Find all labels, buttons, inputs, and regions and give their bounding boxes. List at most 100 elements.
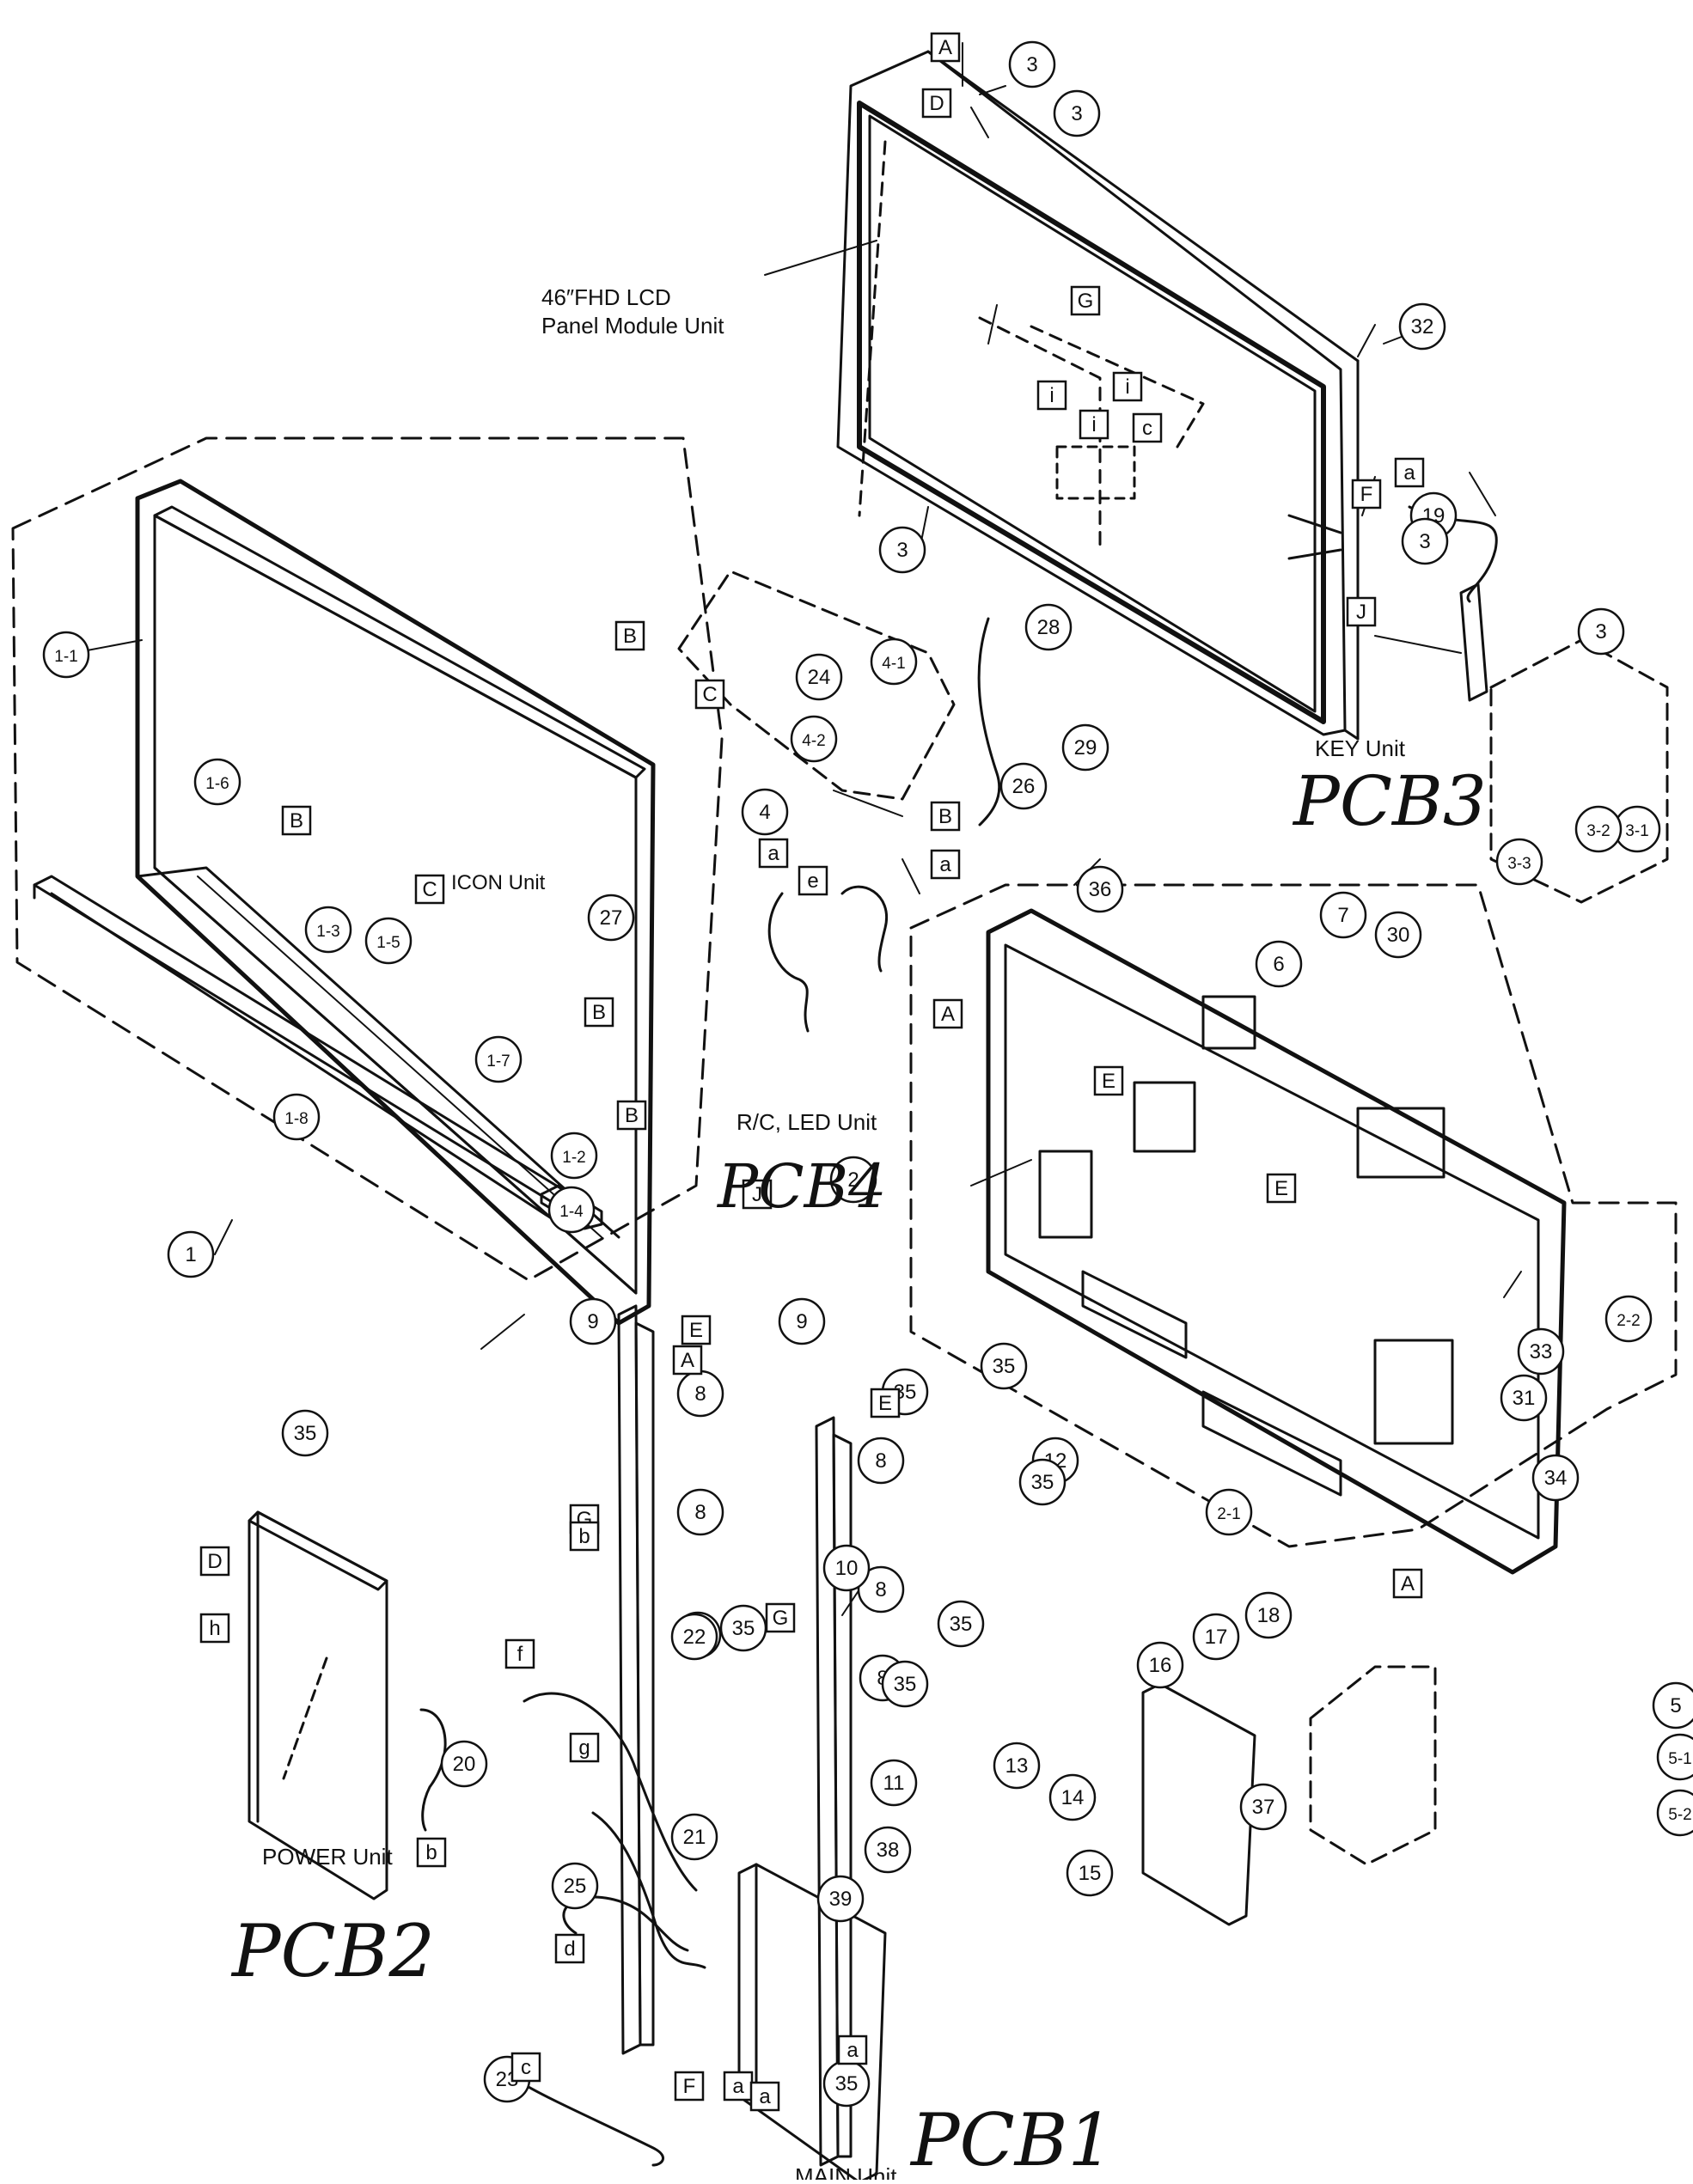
callout-circle [878,526,926,574]
connector-tag-label: d [564,1937,575,1961]
callout-circle [281,1409,329,1457]
connector-tag-box [1351,479,1382,509]
callout-circle [1577,607,1625,656]
callout-29: 29 [1061,723,1109,772]
connector-tag-B: B [930,801,961,832]
callout-label: 34 [1544,1467,1568,1490]
callout-label: 22 [683,1626,706,1649]
cable-24 [523,1692,698,1892]
callout-label: 4 [759,801,770,824]
callout-37: 37 [1239,1783,1287,1831]
connector-tag-box [930,849,961,880]
rc-led-unit-label: R/C, LED Unit [736,1109,877,1135]
connector-tag-E: E [681,1315,712,1345]
connector-tag-label: D [207,1550,222,1573]
connector-tag-label: e [807,869,818,893]
group-1-outline [11,436,724,1282]
connector-tag-box [1112,371,1143,402]
callout-1-4: 1-4 [547,1186,596,1234]
connector-tag-box [510,2052,541,2083]
connector-tag-B: B [281,805,312,836]
callout-35: 35 [980,1342,1028,1390]
connector-tag-label: G [1078,290,1094,313]
callout-4-2: 4-2 [790,715,838,763]
connector-tag-i: i [1036,380,1067,411]
callout-circle [676,1488,724,1536]
callout-circle [829,1156,877,1204]
callout-label: 4-2 [802,732,825,750]
callout-1-8: 1-8 [272,1093,321,1141]
connector-tag-box [749,2081,780,2112]
callout-label: 1-4 [559,1203,584,1221]
callout-25: 25 [551,1862,599,1910]
connector-tag-label: a [732,2075,744,2098]
callout-4-1: 4-1 [870,638,918,686]
callout-label: 8 [875,1578,886,1601]
connector-tag-label: D [929,92,944,115]
callout-24: 24 [795,653,843,701]
callout-36: 36 [1076,865,1124,913]
callout-13: 13 [993,1742,1041,1790]
callout-circle [864,1826,912,1874]
callout-3: 3 [1053,89,1101,137]
connector-tag-box [681,1315,712,1345]
connector-tag-box [921,88,952,119]
callout-label: 32 [1411,315,1434,339]
callout-circle [1076,865,1124,913]
connector-tag-box [504,1638,535,1669]
callout-11: 11 [870,1759,918,1807]
callout-circle [587,894,635,942]
callout-circle [42,631,90,679]
callout-circle [1398,302,1446,351]
connector-tag-G: G [765,1602,796,1633]
connector-tag-J: J [1346,596,1377,627]
connector-tag-F: F [674,2071,705,2102]
connector-tag-box [870,1388,901,1418]
callout-35: 35 [281,1409,329,1457]
connector-tag-box [616,1100,647,1131]
callout-label: 14 [1061,1786,1085,1809]
connector-tag-box [742,1179,773,1210]
connector-tag-A: A [930,32,961,63]
connector-tag-label: i [1125,375,1129,399]
callout-circle [272,1093,321,1141]
callout-label: 7 [1337,904,1348,927]
connector-tag-box [1266,1173,1297,1204]
callout-label: 1-3 [316,923,339,941]
connector-tag-label: A [1401,1572,1415,1595]
power-unit [248,1510,388,1900]
callout-circle [1061,723,1109,772]
handwritten-pcb3: PCB3 [1292,761,1487,841]
connector-tag-box [569,1521,600,1552]
callout-circle [795,653,843,701]
callout-circle [670,1813,718,1861]
callout-circle [993,1742,1041,1790]
connector-tag-i: i [1112,371,1143,402]
callout-circle [1656,1789,1693,1837]
callout-circle [1652,1681,1693,1730]
connector-tag-box [930,801,961,832]
callout-1-5: 1-5 [364,917,413,965]
callout-label: 26 [1012,775,1036,798]
connector-tag-D: D [199,1546,230,1577]
callout-circle [1205,1488,1253,1536]
callout-label: 2 [847,1168,859,1192]
callout-35: 35 [719,1604,767,1652]
cable-23 [591,1811,706,1969]
callout-2: 2 [829,1156,877,1204]
callout-label: 3 [1026,53,1037,76]
connector-tag-label: C [702,683,717,706]
callout-label: 37 [1252,1796,1275,1819]
callout-1: 1 [167,1230,215,1278]
callout-label: 13 [1005,1754,1029,1778]
callout-10: 10 [822,1544,871,1592]
connector-tag-label: B [938,805,952,828]
power-unit-label: POWER Unit [262,1844,393,1870]
callout-circle [870,1759,918,1807]
connector-tag-box [798,865,828,896]
connector-tag-g: g [569,1732,600,1763]
callout-label: 28 [1037,616,1060,639]
panel-title-line-2: Panel Module Unit [541,313,724,339]
